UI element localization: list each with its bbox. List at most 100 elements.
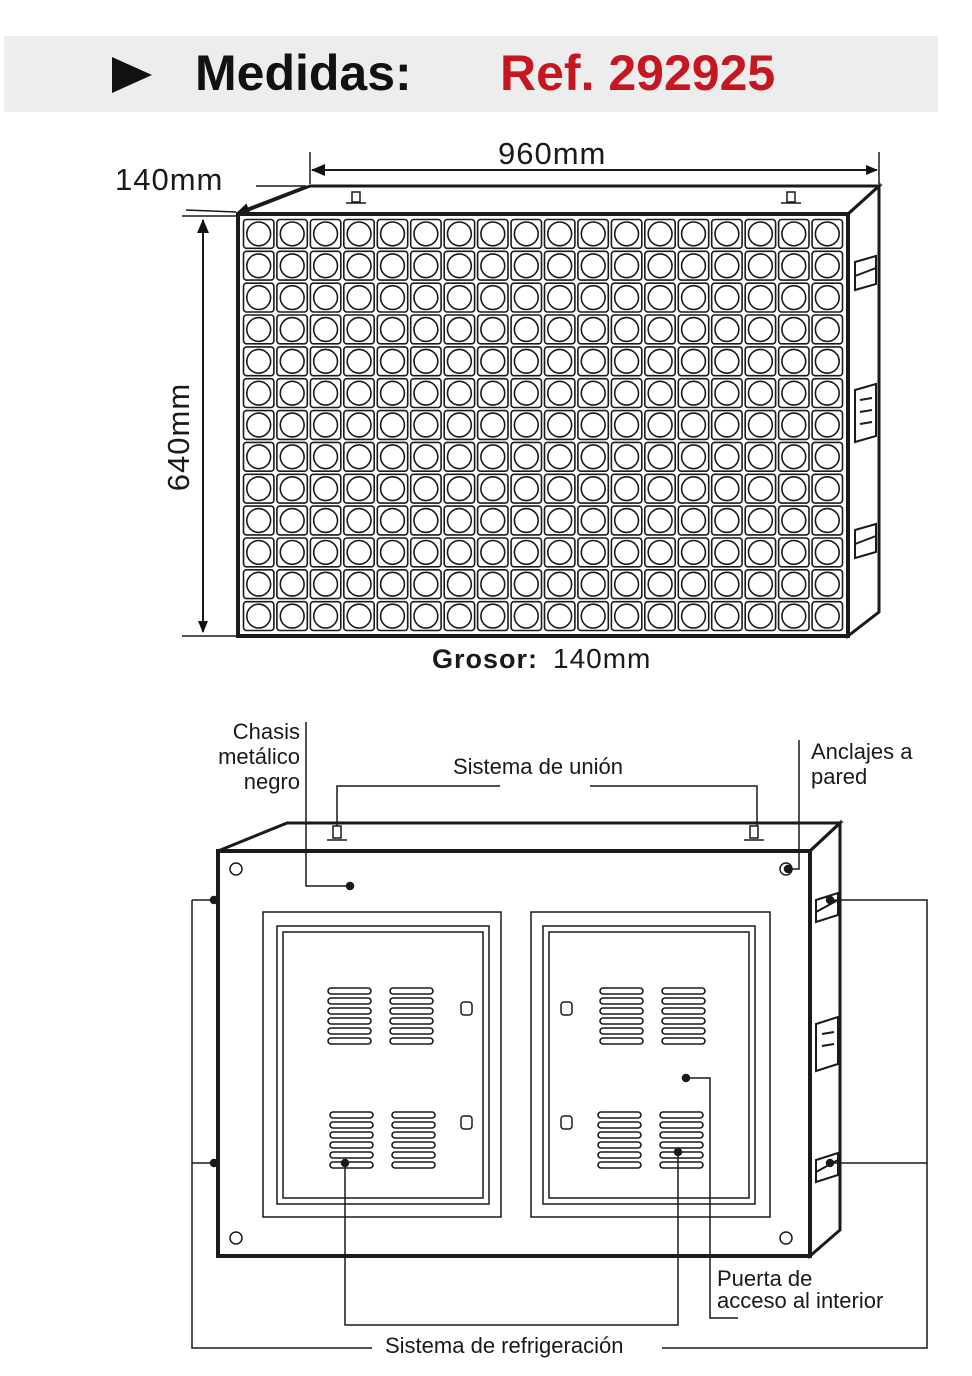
led-lens [246,348,272,374]
led-lens [613,412,640,438]
led-lens [647,539,673,566]
led-cell [710,314,743,345]
led-cell [376,505,409,536]
led-lens [747,603,774,629]
vent-slot [389,1037,434,1045]
led-lens [513,571,539,597]
led-lens [714,253,740,279]
vent-slot [391,1111,436,1119]
callout-cooling-system: Sistema de refrigeración [385,1333,624,1358]
led-lens [312,412,339,438]
led-lens [446,380,473,406]
led-cell [309,282,342,313]
led-lens [480,603,506,629]
led-lens [513,444,539,470]
led-cell [443,250,476,281]
vent-slot [599,987,644,995]
led-cell [777,377,810,409]
led-cell [242,505,275,536]
callout-wall-anchor-line1: Anclajes a [811,739,913,764]
led-cell [342,282,375,313]
led-cell [577,346,610,377]
led-cell [811,600,844,632]
led-lens [413,348,439,374]
vent-slot [389,1007,434,1015]
vent-slot [597,1111,642,1119]
led-lens [480,253,506,279]
led-cell [543,377,576,409]
led-cell [342,377,375,409]
led-lens [580,284,606,311]
led-cell [342,314,375,345]
led-lens [781,316,807,343]
vent-slot [661,1027,706,1035]
led-cell [476,409,509,441]
header-band [4,36,938,112]
led-lens [346,316,372,343]
led-cell [276,505,309,536]
led-lens [480,316,506,343]
led-lens [546,571,573,597]
vent-slot [389,1017,434,1025]
led-cell [242,568,275,600]
led-lens [413,316,439,343]
vent-slot [327,1027,372,1035]
led-lens [781,221,807,247]
access-door-right [530,911,771,1218]
led-lens [379,603,406,629]
led-cell [577,505,610,536]
led-lens [781,571,807,597]
led-lens [346,284,372,311]
led-cell [376,441,409,472]
led-lens [513,476,539,502]
led-cell [510,537,543,568]
led-cell [777,282,810,313]
led-lens [379,348,406,374]
led-lens [680,221,707,247]
led-cell [811,537,844,568]
vent-slot [391,1131,436,1139]
led-lens [312,380,339,406]
led-cell [376,346,409,377]
led-cell [610,537,643,568]
led-lens [814,284,840,311]
vent-slot [599,1037,644,1045]
led-lens [680,253,707,279]
led-cell [510,441,543,472]
led-cell [710,282,743,313]
led-cell [811,250,844,281]
led-cell [643,250,676,281]
led-cell [710,409,743,441]
led-cell [811,218,844,250]
led-lens [312,603,339,629]
led-lens [546,476,573,502]
led-cell [476,250,509,281]
led-cell [577,409,610,441]
led-lens [446,316,473,343]
vent-slot [329,1141,374,1149]
led-cell [342,568,375,600]
led-cell [409,250,442,281]
led-cell [309,568,342,600]
led-lens [513,316,539,343]
led-cell [276,250,309,281]
led-lens [814,412,840,438]
led-lens [246,571,272,597]
led-lens [346,380,372,406]
led-lens [279,444,305,470]
rear-wall-anchor-icon [815,891,839,1184]
led-lens [246,444,272,470]
led-cell [409,409,442,441]
led-cell [276,314,309,345]
led-lens [413,603,439,629]
led-lens [680,603,707,629]
panel-top-face [237,184,883,216]
led-lens [814,603,840,629]
led-cell [409,537,442,568]
led-cell [577,377,610,409]
vent-slot [329,1111,374,1119]
vent-slot [597,1121,642,1129]
led-lens [714,444,740,470]
led-cell [476,505,509,536]
led-cell [409,441,442,472]
